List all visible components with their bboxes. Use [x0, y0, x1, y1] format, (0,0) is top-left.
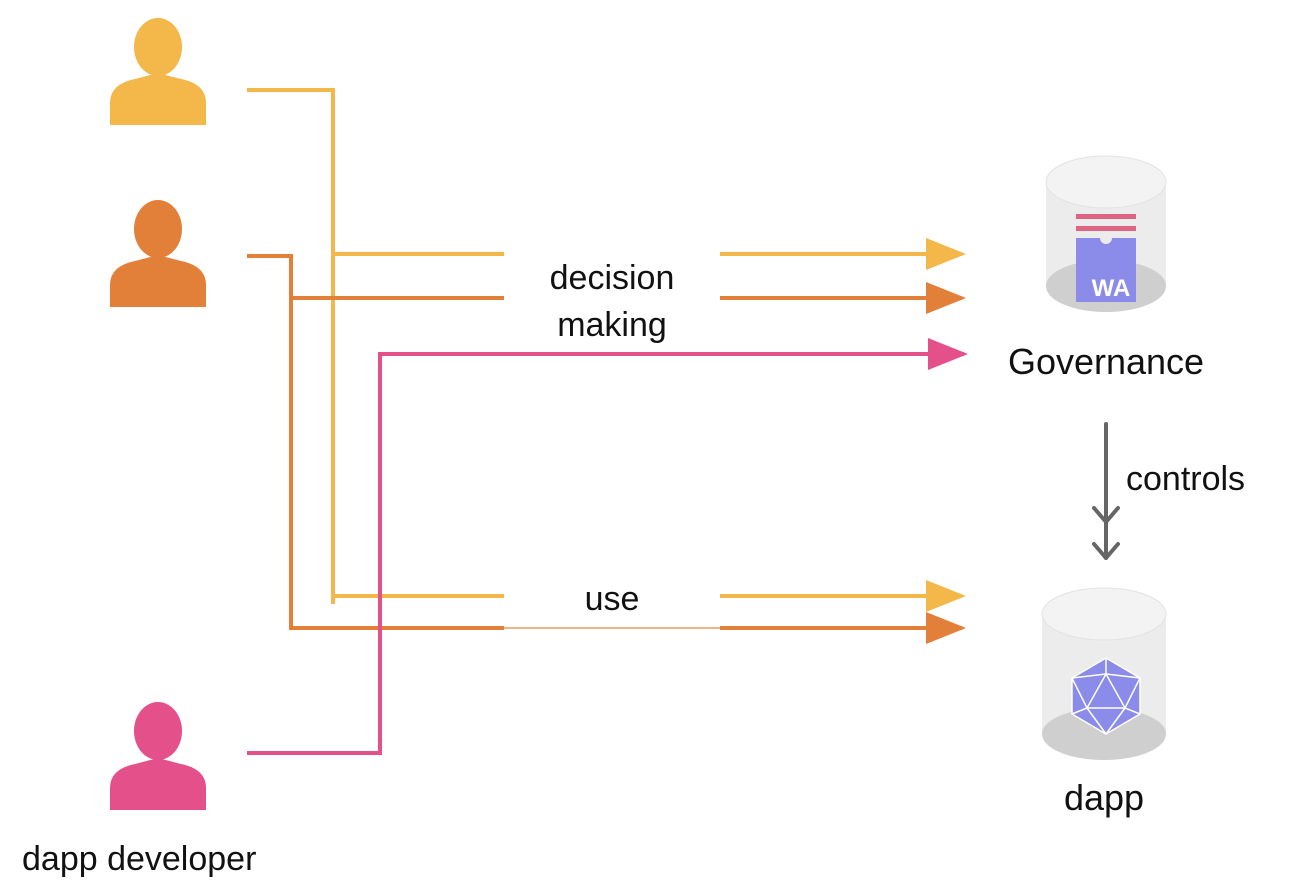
controls-label: controls — [1126, 460, 1245, 498]
pink-connector — [247, 352, 504, 755]
decision-label-line1: decision — [550, 259, 675, 297]
governance-badge-text: WA — [1092, 275, 1131, 302]
governance-badge-icon: WA — [1076, 214, 1136, 302]
orange-connector — [247, 254, 504, 630]
user-icon-orange — [110, 200, 206, 307]
yellow-connector — [247, 88, 504, 604]
user-icon-yellow — [110, 18, 206, 125]
icosahedron-icon — [1071, 657, 1141, 735]
dapp-label: dapp — [1064, 777, 1144, 818]
user-icon-pink — [110, 702, 206, 810]
use-label: use — [585, 580, 640, 618]
governance-label: Governance — [1008, 341, 1204, 382]
decision-label-line2: making — [557, 306, 667, 344]
controls-arrow — [1092, 422, 1120, 560]
dapp-developer-label: dapp developer — [22, 840, 256, 878]
